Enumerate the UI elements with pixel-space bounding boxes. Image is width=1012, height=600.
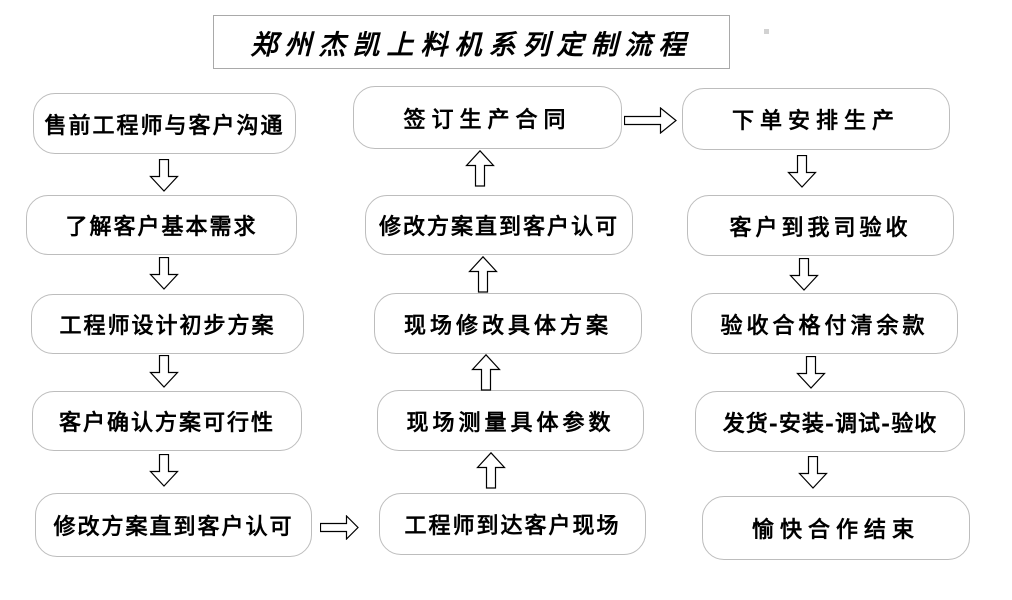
- node-label: 发货-安装-调试-验收: [722, 410, 938, 437]
- node-presales-communication: 售前工程师与客户沟通: [33, 93, 296, 154]
- node-label: 了解客户基本需求: [65, 214, 258, 240]
- down-arrow-icon: [798, 455, 828, 489]
- node-place-order-production: 下单安排生产: [682, 88, 950, 150]
- node-label: 工程师设计初步方案: [59, 313, 276, 339]
- node-label: 修改方案直到客户认可: [53, 514, 294, 540]
- node-label: 现场修改具体方案: [403, 312, 612, 339]
- node-label: 修改方案直到客户认可: [378, 214, 619, 240]
- down-arrow-icon: [787, 154, 817, 188]
- down-arrow-icon: [796, 355, 826, 389]
- up-arrow-icon: [465, 149, 495, 187]
- node-understand-basic-needs: 了解客户基本需求: [26, 195, 297, 255]
- node-customer-acceptance-visit: 客户到我司验收: [687, 195, 954, 256]
- node-label: 验收合格付清余款: [720, 312, 929, 339]
- down-arrow-icon: [149, 453, 179, 487]
- node-sign-production-contract: 签订生产合同: [353, 86, 622, 149]
- node-pleasant-cooperation-end: 愉快合作结束: [702, 496, 970, 560]
- up-arrow-icon: [471, 353, 501, 391]
- node-confirm-plan-feasibility: 客户确认方案可行性: [32, 391, 302, 451]
- flowchart-title-box: 郑州杰凯上料机系列定制流程: [213, 15, 730, 69]
- node-onsite-measure-parameters: 现场测量具体参数: [377, 390, 644, 451]
- node-label: 签订生产合同: [403, 106, 572, 133]
- node-revise-until-approved-middle: 修改方案直到客户认可: [365, 195, 633, 255]
- node-design-preliminary-plan: 工程师设计初步方案: [31, 294, 304, 354]
- down-arrow-icon: [789, 257, 819, 291]
- down-arrow-icon: [149, 354, 179, 388]
- node-ship-install-debug-accept: 发货-安装-调试-验收: [695, 391, 965, 452]
- node-label: 客户到我司验收: [729, 214, 912, 241]
- up-arrow-icon: [476, 451, 506, 489]
- node-label: 现场测量具体参数: [406, 409, 615, 436]
- node-engineer-arrives-site: 工程师到达客户现场: [379, 493, 646, 555]
- up-arrow-icon: [468, 255, 498, 293]
- right-arrow-icon: [623, 106, 677, 135]
- node-label: 工程师到达客户现场: [404, 513, 621, 539]
- node-label: 下单安排生产: [731, 108, 900, 134]
- down-arrow-icon: [149, 256, 179, 290]
- node-revise-until-approved-left: 修改方案直到客户认可: [35, 493, 312, 557]
- right-arrow-icon: [319, 514, 359, 541]
- down-arrow-icon: [149, 158, 179, 192]
- node-label: 愉快合作结束: [751, 517, 920, 543]
- node-label: 售前工程师与客户沟通: [44, 112, 285, 139]
- node-label: 客户确认方案可行性: [58, 410, 275, 436]
- node-onsite-modify-plan: 现场修改具体方案: [374, 293, 642, 354]
- stray-dot: [764, 29, 769, 34]
- node-pay-remaining-balance: 验收合格付清余款: [691, 293, 958, 354]
- flowchart-title: 郑州杰凯上料机系列定制流程: [250, 29, 693, 61]
